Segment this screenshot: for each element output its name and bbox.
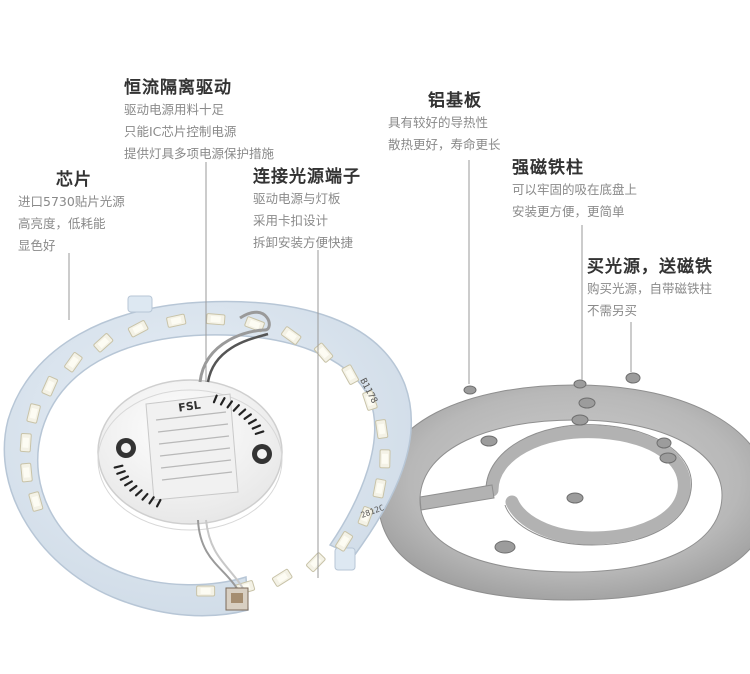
vent-slot	[124, 480, 133, 487]
vent-slot	[148, 496, 155, 505]
led-chip-lens	[248, 319, 261, 329]
led-chip-lens	[285, 330, 297, 341]
callout-connector: 连接光源端子 驱动电源与灯板 采用卡扣设计 拆卸安装方便快捷	[253, 166, 361, 254]
callout-bundle-line-2: 不需另买	[587, 303, 638, 318]
vent-slot	[219, 397, 226, 406]
led-chip-lens	[44, 380, 55, 392]
callout-magnet: 强磁铁柱 可以牢固的吸在底盘上 安装更方便，更简单	[512, 157, 637, 223]
vent-slot	[119, 475, 130, 481]
callout-connector-line-3: 拆卸安装方便快捷	[253, 235, 354, 250]
vent-slot	[226, 400, 234, 409]
driver-module: FSL	[97, 310, 283, 611]
callout-chip-title: 芯片	[56, 170, 92, 190]
vent-slot	[254, 430, 265, 435]
callout-connector-title: 连接光源端子	[253, 167, 361, 187]
callout-bundle-line-1: 购买光源，自带磁铁柱	[587, 281, 713, 296]
led-chip-lens	[381, 453, 389, 464]
callout-magnet-title: 强磁铁柱	[512, 158, 584, 178]
callout-connector-line-1: 驱动电源与灯板	[253, 191, 341, 206]
callout-chip-line-1: 进口5730贴片光源	[18, 194, 125, 209]
magnetic-base-plate	[377, 372, 750, 601]
callout-bundle-title: 买光源，送磁铁	[587, 257, 713, 277]
led-chip-lens	[276, 572, 289, 584]
led-chip-lens	[345, 368, 356, 381]
led-chip-lens	[22, 437, 30, 448]
led-chip-lens	[318, 346, 330, 359]
callout-driver-line-3: 提供灯具多项电源保护措施	[124, 146, 275, 161]
vent-slot	[113, 464, 124, 469]
led-chip-lens	[210, 315, 221, 323]
led-chip-lens	[310, 556, 322, 568]
vent-slot	[251, 424, 262, 430]
callout-magnet-line-2: 安装更方便，更简单	[512, 204, 625, 219]
leader-lines	[68, 160, 632, 578]
vent-slot	[129, 484, 138, 492]
led-chip-lens	[132, 323, 144, 334]
callout-driver-line-1: 驱动电源用料十足	[124, 102, 225, 117]
driver-vents	[113, 394, 265, 508]
callout-chip-line-3: 显色好	[18, 238, 56, 253]
led-chip-lens	[31, 495, 41, 508]
led-chip-lens	[365, 394, 375, 407]
led-chip-lens	[200, 587, 211, 595]
led-chip-lens	[68, 356, 79, 369]
vent-slot	[141, 492, 149, 501]
callout-aluminum-title: 铝基板	[428, 91, 482, 111]
vent-slot	[243, 413, 252, 420]
callout-aluminum-line-1: 具有较好的导热性	[388, 115, 489, 130]
callout-driver-line-2: 只能IC芯片控制电源	[124, 124, 237, 139]
led-chips	[19, 313, 391, 597]
led-chip-lens	[97, 337, 110, 349]
callout-chip-line-2: 高亮度，低耗能	[18, 216, 106, 231]
led-chip-lens	[170, 316, 182, 325]
vent-slot	[238, 408, 247, 416]
callout-connector-line-2: 采用卡扣设计	[253, 213, 329, 228]
vent-slot	[134, 489, 143, 497]
driver-brand: FSL	[177, 399, 201, 415]
vent-slot	[155, 498, 162, 508]
vent-slot	[212, 394, 218, 404]
magnet-posts	[463, 372, 677, 554]
led-chip-lens	[338, 535, 350, 548]
led-chip-lens	[377, 423, 386, 435]
vent-slot	[116, 470, 126, 475]
vent-slot	[247, 418, 257, 425]
callout-bundle: 买光源，送磁铁 购买光源，自带磁铁柱 不需另买	[587, 256, 713, 322]
callout-aluminum-line-2: 散热更好，寿命更长	[388, 137, 501, 152]
callout-driver-title: 恒流隔离驱动	[124, 78, 232, 98]
callout-aluminum: 铝基板 具有较好的导热性 散热更好，寿命更长	[388, 90, 501, 156]
led-chip-lens	[23, 467, 30, 478]
callout-chip: 芯片 进口5730贴片光源 高亮度，低耗能 显色好	[18, 169, 125, 257]
led-chip-lens	[375, 482, 384, 494]
led-board: B1178 2812C	[3, 295, 413, 617]
led-chip-lens	[361, 510, 371, 523]
callout-driver: 恒流隔离驱动 驱动电源用料十足 只能IC芯片控制电源 提供灯具多项电源保护措施	[124, 77, 274, 165]
callout-magnet-line-1: 可以牢固的吸在底盘上	[512, 182, 638, 197]
vent-slot	[232, 404, 240, 412]
led-chip-lens	[29, 407, 38, 419]
